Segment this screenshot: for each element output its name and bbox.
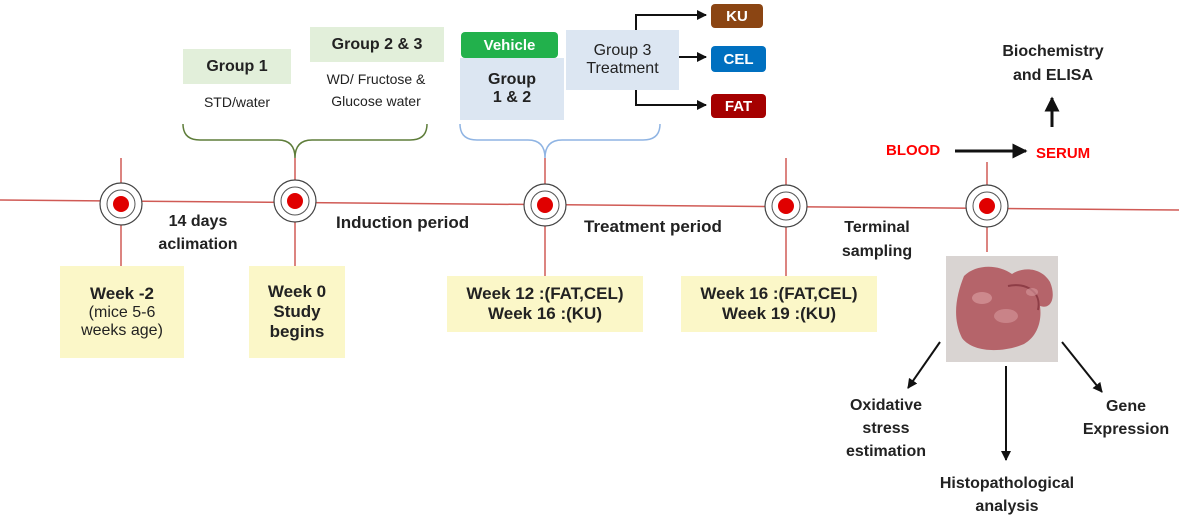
group3-line2: Treatment	[586, 60, 659, 77]
group23-box: Group 2 & 3	[310, 27, 444, 62]
group23-diet: WD/ Fructose & Glucose water	[302, 68, 450, 112]
blood-label: BLOOD	[886, 142, 941, 159]
treatment-brace	[459, 123, 661, 159]
biochem-line1: Biochemistry	[1002, 43, 1104, 60]
oxidative-line2: stress	[862, 420, 910, 437]
acclimation-line2: aclimation	[158, 236, 238, 253]
acclimation-label: 14 days aclimation	[138, 210, 258, 256]
week0-subtitle-2: begins	[269, 322, 325, 341]
group23-diet-line1: WD/ Fructose &	[326, 71, 426, 87]
arrow-right-icon	[635, 88, 707, 110]
vehicle-badge: Vehicle	[461, 32, 558, 58]
group23-title: Group 2 & 3	[331, 35, 423, 53]
week-minus2-box: Week -2 (mice 5-6 weeks age)	[60, 266, 184, 358]
arrow-down-left-icon	[907, 341, 941, 389]
week0-box: Week 0 Study begins	[249, 266, 345, 358]
timepoint-target-icon	[965, 184, 1009, 228]
week0-subtitle: Study	[273, 302, 321, 321]
histo-line2: analysis	[975, 498, 1039, 515]
group12-line1: Group	[488, 71, 536, 88]
timepoint-target-icon	[99, 182, 143, 226]
oxidative-stress-label: Oxidative stress estimation	[826, 394, 946, 463]
group1-box: Group 1	[183, 49, 291, 84]
acclimation-line1: 14 days	[168, 213, 228, 230]
week12-line2: Week 16 :(KU)	[488, 304, 602, 323]
ku-badge: KU	[711, 4, 763, 28]
terminal-line1: Terminal	[844, 219, 910, 236]
oxidative-line1: Oxidative	[849, 397, 923, 414]
group1-title: Group 1	[206, 57, 268, 75]
gene-line2: Expression	[1082, 421, 1170, 438]
treatment-period-label: Treatment period	[584, 217, 722, 236]
week12-box: Week 12 :(FAT,CEL) Week 16 :(KU)	[447, 276, 643, 332]
timepoint-target-icon	[273, 179, 317, 223]
group23-diet-line2: Glucose water	[331, 93, 421, 109]
timepoint-target-icon	[523, 183, 567, 227]
liver-photo-drawing	[946, 256, 1058, 362]
terminal-line2: sampling	[841, 243, 913, 260]
biochemistry-label: Biochemistry and ELISA	[978, 40, 1128, 88]
group12-box: Group 1 & 2	[460, 58, 564, 120]
week16-line1: Week 16 :(FAT,CEL)	[700, 284, 858, 303]
gene-expression-label: Gene Expression	[1078, 395, 1174, 441]
biochem-line2: and ELISA	[1012, 67, 1093, 84]
week0-title: Week 0	[267, 282, 327, 301]
liver-photo	[946, 256, 1058, 362]
group1-diet: STD/water	[203, 94, 271, 110]
histo-line1: Histopathological	[939, 475, 1075, 492]
arrow-right-icon	[635, 10, 707, 30]
arrow-down-right-icon	[1061, 341, 1103, 393]
week-minus2-note-2: weeks age)	[81, 322, 163, 339]
week16-box: Week 16 :(FAT,CEL) Week 19 :(KU)	[681, 276, 877, 332]
induction-brace	[182, 123, 428, 159]
fat-badge: FAT	[711, 94, 766, 118]
induction-period-label: Induction period	[336, 213, 470, 232]
week-minus2-note: (mice 5-6	[88, 304, 156, 321]
oxidative-line3: estimation	[845, 443, 926, 460]
gene-line1: Gene	[1105, 398, 1146, 415]
week16-line2: Week 19 :(KU)	[722, 304, 836, 323]
serum-label: SERUM	[1036, 145, 1091, 162]
week12-line1: Week 12 :(FAT,CEL)	[466, 284, 624, 303]
group3-line1: Group 3	[593, 42, 652, 59]
timepoint-target-icon	[764, 184, 808, 228]
group3-treatment-box: Group 3 Treatment	[566, 30, 679, 90]
histopathology-label: Histopathological analysis	[922, 472, 1092, 518]
terminal-sampling-label: Terminal sampling	[822, 216, 932, 264]
cel-badge: CEL	[711, 46, 766, 72]
group12-line2: 1 & 2	[492, 89, 532, 106]
week-minus2-title: Week -2	[90, 284, 154, 303]
